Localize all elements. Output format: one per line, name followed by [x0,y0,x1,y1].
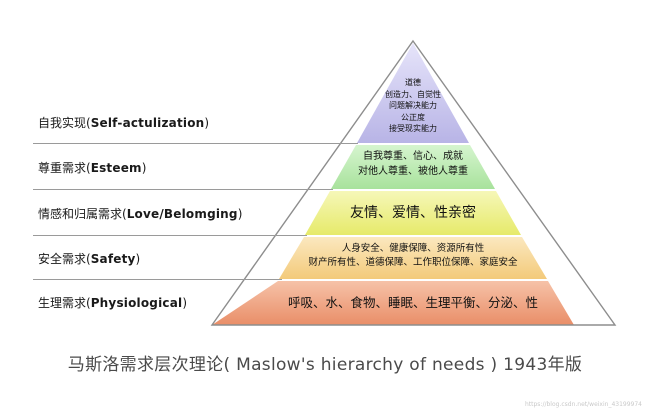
level-label-love-belonging: 情感和归属需求(Love/Belomging) [38,207,243,221]
watermark: https://blog.csdn.net/weixin_43199974 [524,401,642,408]
divider-3 [33,235,307,236]
tier-line: 对他人尊重、被他人尊重 [358,165,468,177]
tier-text-esteem: 自我尊重、信心、成就 对他人尊重、被他人尊重 [333,150,493,179]
divider-2 [33,189,333,190]
tier-line: 接受现实能力 [389,124,437,134]
tier-line: 公正度 [401,112,425,122]
diagram-caption: 马斯洛需求层次理论( Maslow's hierarchy of needs )… [67,355,583,375]
tier-line: 自我尊重、信心、成就 [363,151,463,162]
tier-esteem [331,145,495,189]
divider-1 [33,143,358,144]
tier-line: 问题解决能力 [389,101,437,111]
tier-physiological [212,281,574,325]
tier-self-actualization [357,43,469,143]
tier-line: 呼吸、水、食物、睡眠、生理平衡、分泌、性 [287,295,538,310]
tier-text-safety: 人身安全、健康保障、资源所有性 财产所有性、道德保障、工作职位保障、家庭安全 [283,242,543,270]
tier-text-love-belonging: 友情、爱情、性亲密 [313,203,513,223]
tier-line: 创造力、自觉性 [385,89,441,99]
level-label-self-actualization: 自我实现(Self-actulization) [38,116,210,130]
level-label-physiological: 生理需求(Physiological) [38,296,188,310]
pyramid-outline [210,39,617,326]
tier-safety [279,237,547,279]
tier-text-physiological: 呼吸、水、食物、睡眠、生理平衡、分泌、性 [243,294,583,312]
tier-line: 道德 [405,78,421,87]
level-label-safety: 安全需求(Safety) [38,252,141,266]
tier-line: 友情、爱情、性亲密 [350,205,476,221]
tier-love-belonging [305,191,521,235]
level-label-esteem: 尊重需求(Esteem) [38,161,147,175]
divider-4 [33,279,282,280]
tier-line: 人身安全、健康保障、资源所有性 [341,243,485,254]
tier-line: 财产所有性、道德保障、工作职位保障、家庭安全 [308,256,518,268]
tier-text-self-actualization: 道德 创造力、自觉性 问题解决能力 公正度 接受现实能力 [353,77,473,135]
